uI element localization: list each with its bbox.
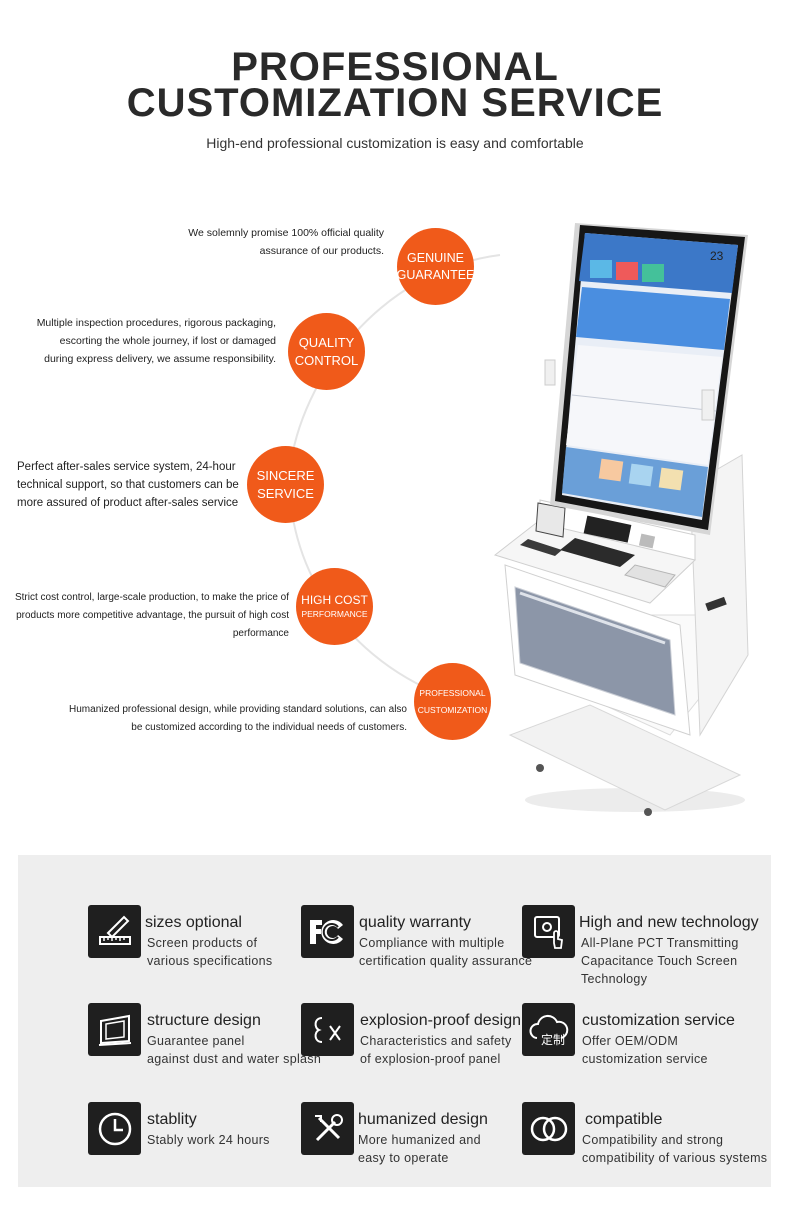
- rings-icon: [522, 1102, 575, 1155]
- feature-title: humanized design: [358, 1111, 488, 1128]
- feature-desc-line: of explosion-proof panel: [360, 1052, 501, 1066]
- panel-structure-icon: [88, 1003, 141, 1056]
- feature-desc: Guarantee panel against dust and water s…: [147, 1032, 321, 1068]
- feature-desc-line: More humanized and: [358, 1133, 481, 1147]
- badge-line1: QUALITY: [298, 334, 355, 350]
- feature-desc-line: Compliance with multiple: [359, 936, 505, 950]
- sincere-service-desc: Perfect after-sales service system, 24-h…: [17, 461, 239, 509]
- feature-desc: Offer OEM/ODM customization service: [582, 1032, 708, 1068]
- high-cost-performance-desc: Strict cost control, large-scale product…: [14, 592, 289, 639]
- professional-customization-desc: Humanized professional design, while pro…: [69, 704, 407, 733]
- quality-control-badge: QUALITY CONTROL: [288, 313, 365, 390]
- feature-desc: Compliance with multiple certification q…: [359, 934, 532, 970]
- sincere-service-badge: SINCERE SERVICE: [247, 446, 324, 523]
- explosion-proof-icon: [301, 1003, 354, 1056]
- cloud-custom-text: 定制: [541, 1032, 565, 1047]
- feature-title: compatible: [585, 1111, 663, 1128]
- feature-title: stablity: [147, 1111, 197, 1128]
- feature-desc-line: Compatibility and strong: [582, 1133, 724, 1147]
- badge-line1: GENUINE: [407, 250, 464, 265]
- feature-desc: Compatibility and strong compatibility o…: [582, 1131, 767, 1167]
- quality-control-desc: Multiple inspection procedures, rigorous…: [36, 317, 276, 365]
- screen-time: 23: [710, 249, 724, 263]
- feature-desc: Screen products of various specification…: [147, 934, 272, 970]
- page-title-line2: CUSTOMIZATION SERVICE: [126, 81, 664, 125]
- feature-desc: Stably work 24 hours: [147, 1131, 270, 1149]
- badge-line2: GUARANTEE: [396, 267, 475, 282]
- feature-title: quality warranty: [359, 914, 472, 931]
- feature-desc-line: various specifications: [147, 954, 273, 968]
- feature-desc-line: easy to operate: [358, 1151, 449, 1165]
- feature-desc: Characteristics and safety of explosion-…: [360, 1032, 512, 1068]
- feature-desc-line: Screen products of: [147, 936, 258, 950]
- feature-desc-line: All-Plane PCT Transmitting: [581, 936, 739, 950]
- badge-line2: SERVICE: [257, 485, 314, 501]
- feature-desc-line: customization service: [582, 1052, 708, 1066]
- badge-line1: PROFESSIONAL: [419, 687, 486, 698]
- feature-title: explosion-proof design: [360, 1012, 521, 1029]
- genuine-guarantee-desc: We solemnly promise 100% official qualit…: [188, 227, 384, 257]
- feature-desc: All-Plane PCT Transmitting Capacitance T…: [581, 934, 739, 988]
- feature-desc-line: certification quality assurance: [359, 954, 533, 968]
- feature-desc-line: Capacitance Touch Screen: [581, 954, 738, 968]
- feature-title: High and new technology: [579, 914, 759, 931]
- features-panel: [18, 855, 771, 1187]
- cloud-custom-icon: 定制: [522, 1003, 575, 1056]
- kiosk-image: 23: [480, 215, 780, 825]
- page-title-line1: PROFESSIONAL: [231, 45, 559, 89]
- badge-line1: SINCERE: [256, 467, 315, 483]
- feature-title: sizes optional: [145, 914, 242, 931]
- feature-desc-line: Technology: [581, 972, 648, 986]
- feature-desc-line: compatibility of various systems: [582, 1151, 768, 1165]
- badge-line2: PERFORMANCE: [301, 609, 368, 619]
- feature-desc-line: Offer OEM/ODM: [582, 1034, 679, 1048]
- badge-line2: CUSTOMIZATION: [417, 704, 488, 715]
- badge-line1: HIGH COST: [301, 593, 368, 607]
- feature-desc-line: against dust and water splash: [147, 1052, 322, 1066]
- clock-icon: [88, 1102, 141, 1155]
- feature-title: customization service: [582, 1012, 735, 1029]
- fc-certification-icon: [301, 905, 354, 958]
- professional-customization-badge: PROFESSIONAL CUSTOMIZATION: [414, 663, 491, 740]
- feature-desc-line: Characteristics and safety: [360, 1034, 512, 1048]
- tools-icon: [301, 1102, 354, 1155]
- feature-desc: More humanized and easy to operate: [358, 1131, 481, 1167]
- genuine-guarantee-badge: GENUINE GUARANTEE: [397, 228, 474, 305]
- ruler-pen-icon: [88, 905, 141, 958]
- touch-technology-icon: [522, 905, 575, 958]
- feature-title: structure design: [147, 1012, 261, 1029]
- feature-desc-line: Stably work 24 hours: [147, 1133, 270, 1147]
- high-cost-performance-badge: HIGH COST PERFORMANCE: [296, 568, 373, 645]
- feature-desc-line: Guarantee panel: [147, 1034, 245, 1048]
- page-subtitle: High-end professional customization is e…: [206, 135, 584, 151]
- badge-line2: CONTROL: [294, 352, 359, 368]
